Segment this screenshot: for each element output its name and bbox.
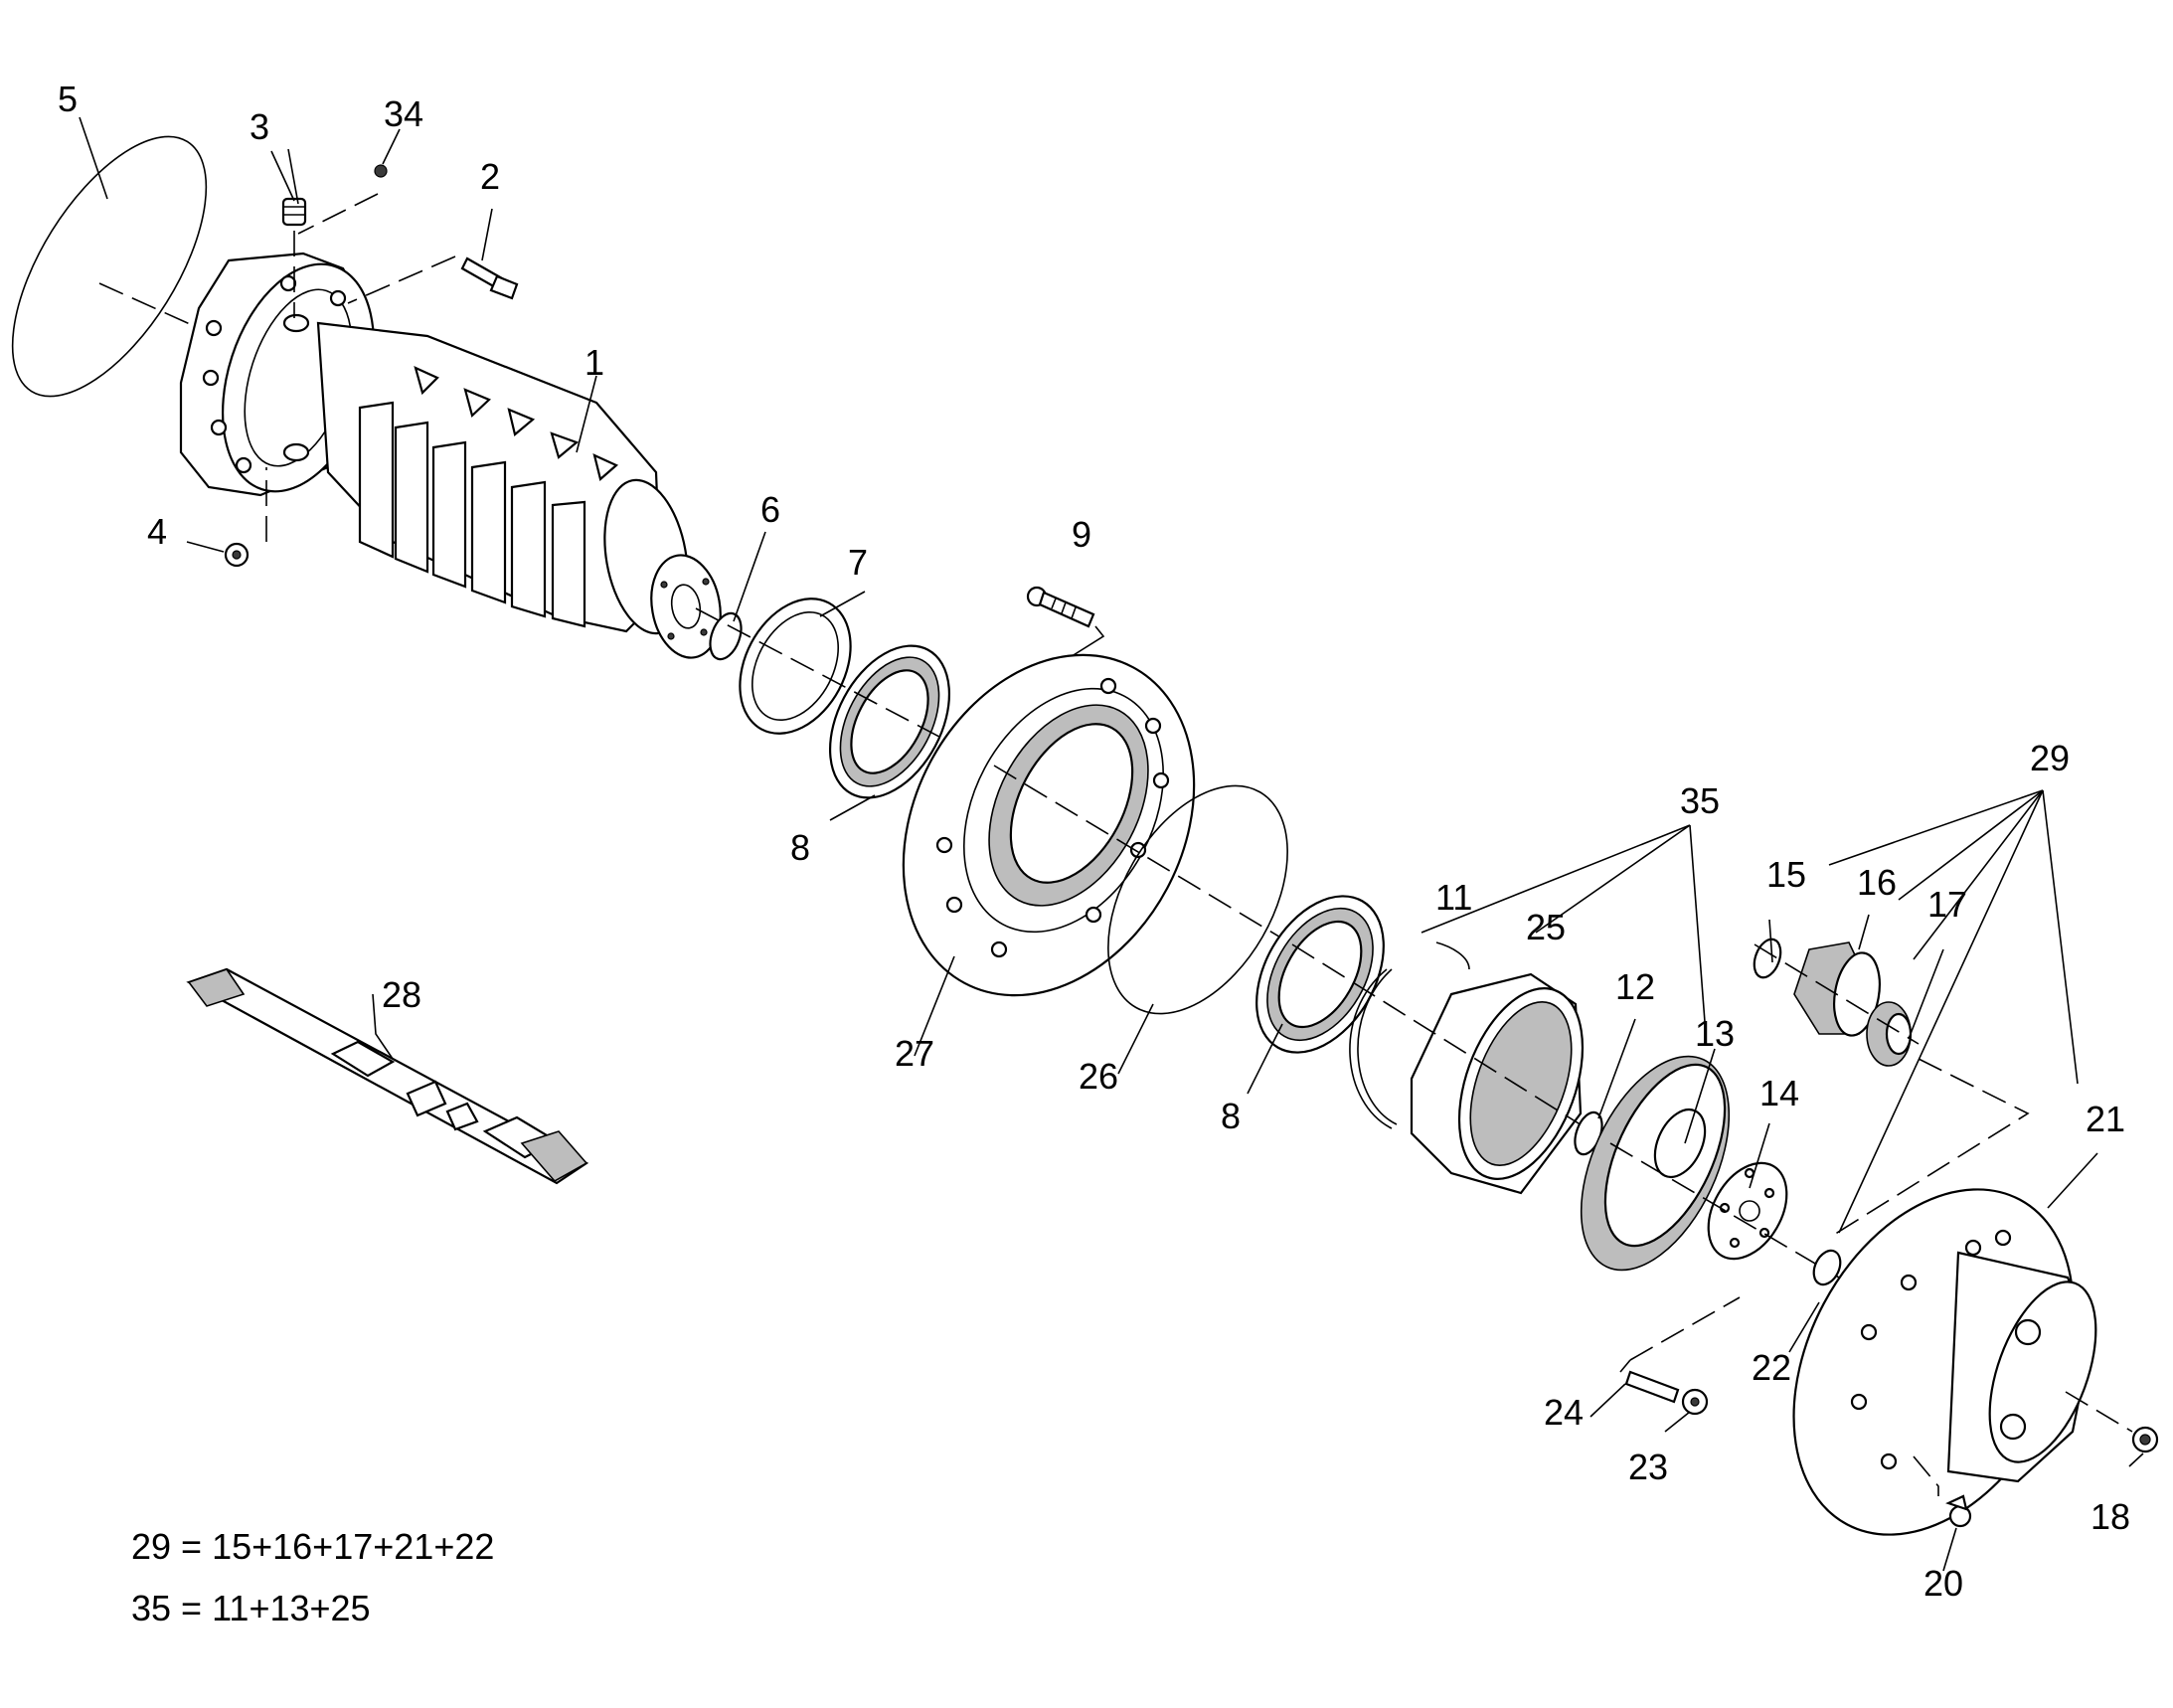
callout-17: 17 [1927, 884, 1967, 925]
part-18-plug [2131, 1426, 2159, 1453]
callout-13: 13 [1695, 1013, 1735, 1054]
callout-9: 9 [1072, 514, 1091, 555]
callout-8-lower: 8 [1221, 1096, 1241, 1136]
part-21-planetary-housing [1792, 1188, 2097, 1536]
callout-20: 20 [1923, 1563, 1963, 1604]
callout-34: 34 [384, 93, 423, 134]
callout-6: 6 [760, 489, 780, 530]
leader-lines [79, 116, 2144, 1572]
legend-line-35: 35 = 11+13+25 [131, 1588, 371, 1628]
callout-29: 29 [2030, 738, 2070, 778]
part-3-plug [281, 197, 307, 227]
part-28-axle-shaft [186, 967, 589, 1185]
part-2-bolt [460, 256, 519, 300]
part-15-snap-ring [1753, 938, 1782, 979]
part-4-plug [224, 542, 250, 568]
callout-2: 2 [480, 156, 500, 197]
callout-16: 16 [1857, 862, 1897, 903]
part-5-gasket [11, 135, 208, 398]
part-1-axle-housing [179, 252, 722, 659]
part-9-stud [1026, 586, 1095, 628]
part-20-bolt [1945, 1494, 1972, 1528]
callout-26: 26 [1079, 1056, 1118, 1097]
part-22-washer [1812, 1249, 1842, 1286]
callout-14: 14 [1759, 1073, 1799, 1113]
part-11-snap-ring [1349, 968, 1398, 1129]
callout-1: 1 [585, 342, 604, 383]
part-23-nut [1681, 1388, 1709, 1416]
callout-labels: 5 3 34 2 1 4 6 7 9 8 27 26 8 28 11 35 25… [58, 79, 2130, 1604]
callout-5: 5 [58, 79, 78, 119]
callout-21: 21 [2086, 1099, 2125, 1139]
part-8-bearing-lower [1255, 895, 1385, 1054]
callout-25: 25 [1526, 907, 1566, 947]
callout-7: 7 [848, 542, 868, 583]
part-24-stud [1624, 1370, 1680, 1404]
callout-3: 3 [250, 106, 269, 147]
callout-24: 24 [1544, 1392, 1584, 1433]
callout-11: 11 [1435, 877, 1472, 918]
part-6-snap-ring [709, 611, 743, 661]
callout-18: 18 [2090, 1496, 2130, 1537]
callout-4: 4 [147, 511, 167, 552]
part-17-planet-pin [1866, 1001, 1913, 1067]
part-7-seal [739, 598, 852, 735]
part-26-gasket [1107, 784, 1288, 1015]
callout-23: 23 [1628, 1447, 1668, 1487]
callout-12: 12 [1615, 966, 1655, 1007]
callout-28: 28 [382, 974, 421, 1015]
legend-line-29: 29 = 15+16+17+21+22 [131, 1526, 494, 1567]
part-25-ring-gear [1410, 972, 1585, 1195]
callout-35: 35 [1680, 780, 1720, 821]
part-34-plug [374, 164, 388, 178]
kit-legend: 29 = 15+16+17+21+22 35 = 11+13+25 [131, 1526, 494, 1628]
callout-15: 15 [1766, 854, 1806, 895]
part-8-bearing-upper [828, 644, 951, 799]
callout-27: 27 [895, 1033, 934, 1074]
callout-8-upper: 8 [790, 827, 810, 868]
part-16-planet-gear [1793, 941, 1881, 1037]
part-27-wheel-hub [902, 653, 1196, 997]
callout-22: 22 [1752, 1347, 1791, 1388]
